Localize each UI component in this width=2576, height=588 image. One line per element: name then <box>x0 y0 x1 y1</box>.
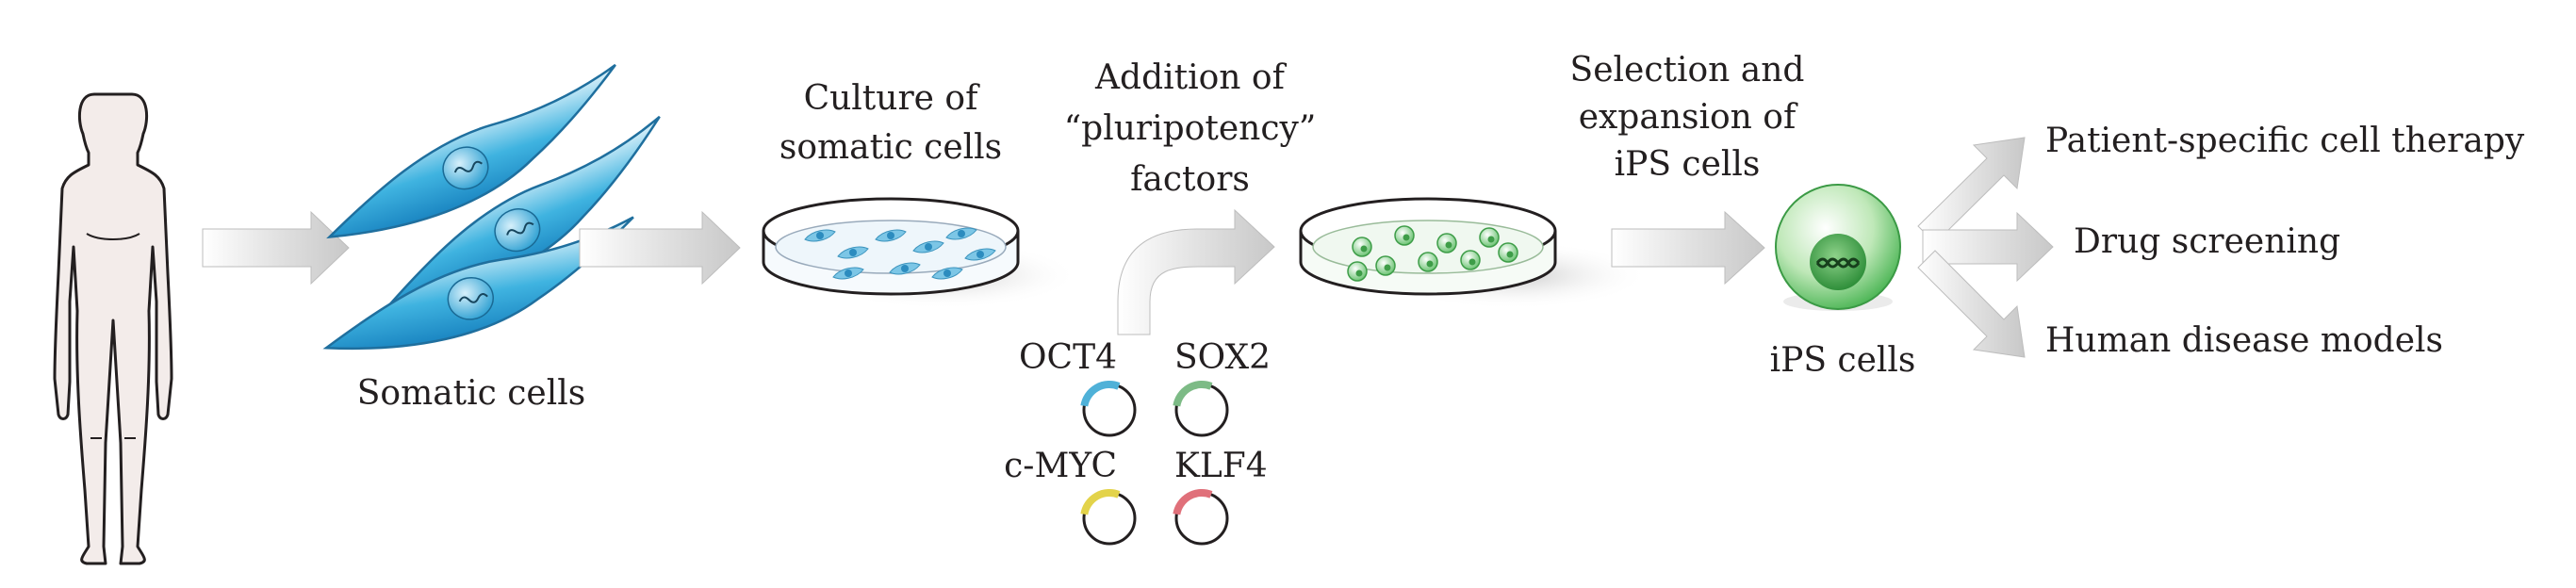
factor-label-klf4: KLF4 <box>1174 447 1268 485</box>
label-ips-cells: iPS cells <box>1769 341 1916 380</box>
label-somatic-cells: Somatic cells <box>356 374 586 413</box>
culture-dish-somatic <box>762 197 1079 309</box>
application-arrows <box>1917 137 2054 358</box>
plasmid-oct4-icon <box>1080 381 1137 437</box>
application-disease-models: Human disease models <box>2045 321 2443 360</box>
plasmid-cmyc-icon <box>1080 489 1137 546</box>
label-selection-line2: expansion of <box>1578 98 1797 137</box>
plasmid-group <box>1080 381 1229 546</box>
label-selection-line1: Selection and <box>1569 51 1805 90</box>
plasmid-sox2-icon <box>1173 381 1229 437</box>
label-addition-line2: “pluripotency” <box>1063 109 1317 148</box>
label-culture-line1: Culture of <box>803 79 978 118</box>
application-cell-therapy: Patient-specific cell therapy <box>2045 122 2525 160</box>
arrow-2 <box>579 210 741 286</box>
label-addition-line3: factors <box>1130 160 1250 199</box>
factor-addition-arrow <box>1117 208 1275 335</box>
factor-label-oct4: OCT4 <box>1019 338 1117 377</box>
human-figure-icon <box>53 92 173 565</box>
ips-cell-icon <box>1775 184 1901 311</box>
label-selection-line3: iPS cells <box>1614 145 1761 184</box>
culture-dish-ips <box>1299 197 1649 309</box>
label-culture-line2: somatic cells <box>779 128 1003 167</box>
somatic-cell <box>322 216 634 351</box>
factor-label-sox2: SOX2 <box>1174 338 1272 377</box>
application-drug-screening: Drug screening <box>2074 222 2341 261</box>
somatic-cell <box>326 63 616 239</box>
label-addition-line1: Addition of <box>1095 58 1285 97</box>
arrow-3 <box>1611 210 1765 286</box>
arrow-1 <box>202 210 350 286</box>
somatic-cells-group <box>322 63 661 351</box>
factor-label-cmyc: c-MYC <box>1004 447 1117 485</box>
plasmid-klf4-icon <box>1173 489 1229 546</box>
